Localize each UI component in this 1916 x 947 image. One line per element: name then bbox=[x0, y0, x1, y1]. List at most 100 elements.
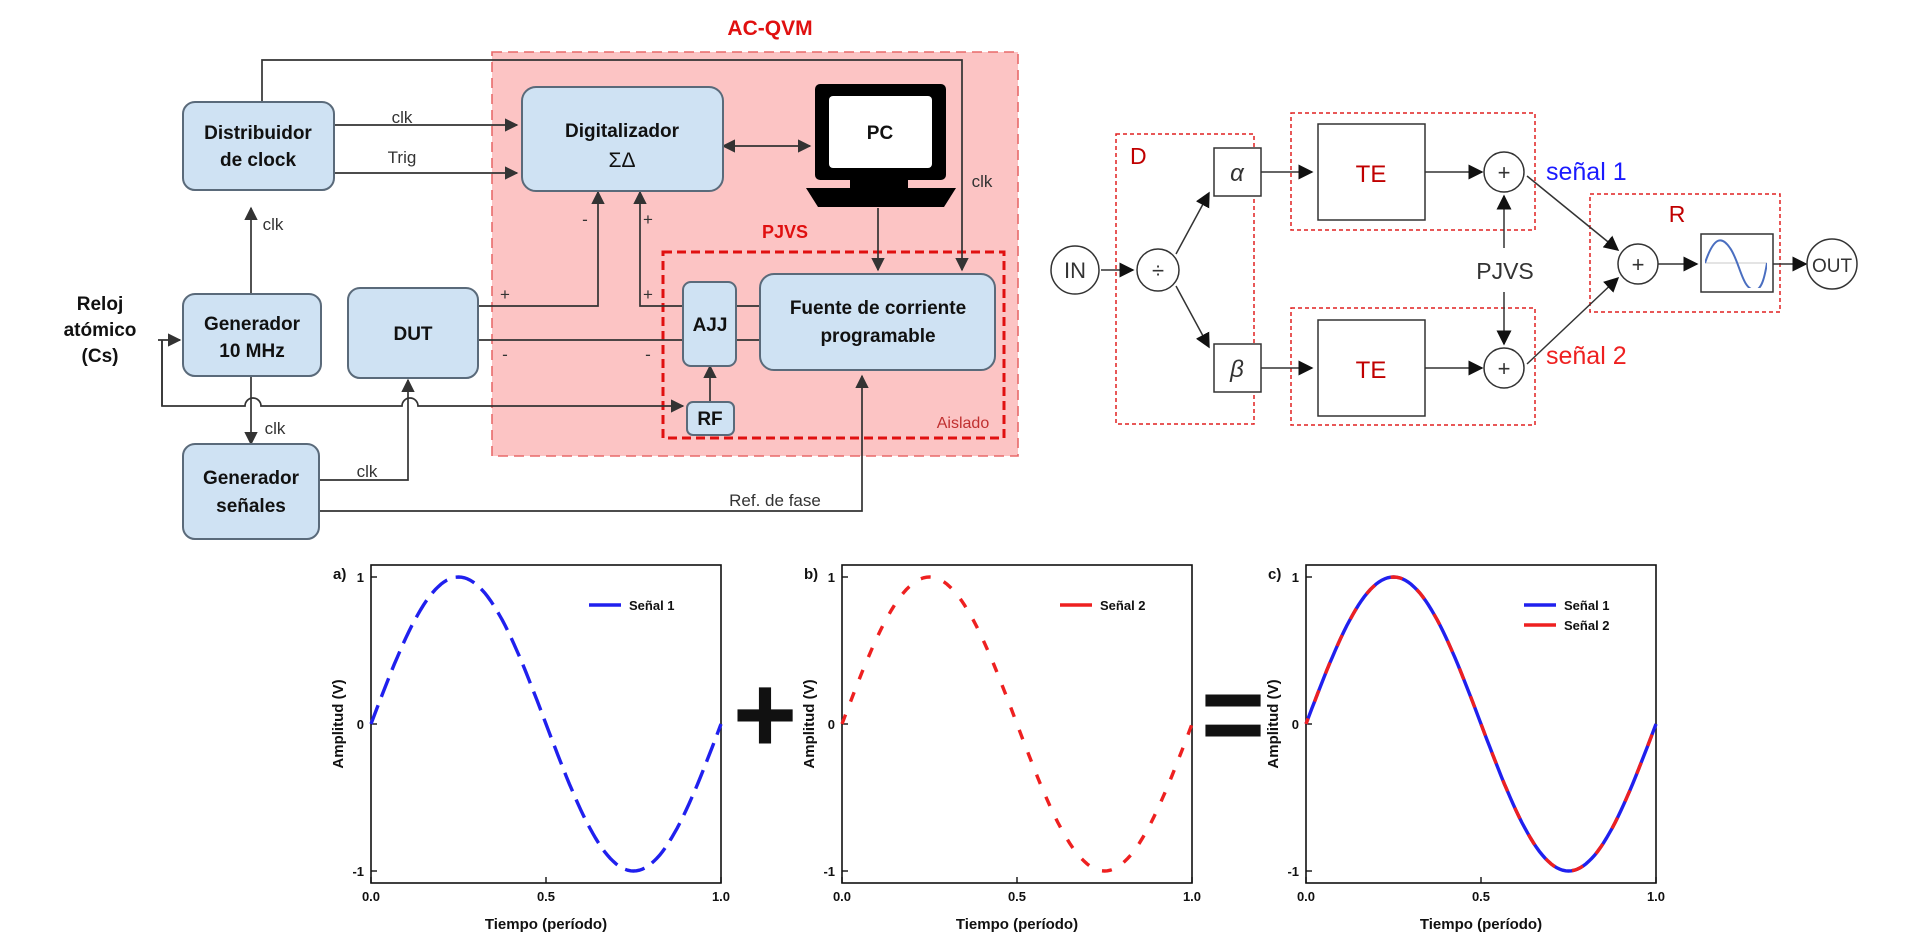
clk-label-2: clk bbox=[263, 215, 284, 234]
y-tick-label: -1 bbox=[1287, 864, 1299, 879]
plus-sign-2: + bbox=[500, 285, 510, 304]
rf-label: RF bbox=[697, 409, 722, 430]
x-axis-label: Tiempo (período) bbox=[485, 916, 607, 933]
svg-text:OUT: OUT bbox=[1812, 256, 1853, 277]
dut-label: DUT bbox=[393, 324, 432, 345]
x-tick-label: 0.0 bbox=[362, 889, 380, 904]
alpha-block: α bbox=[1213, 147, 1262, 197]
generador-senales-block: Generador señales bbox=[182, 443, 320, 540]
svg-text:÷: ÷ bbox=[1152, 258, 1164, 283]
legend-label-1: Señal 2 bbox=[1100, 598, 1146, 613]
plus-operator: + bbox=[733, 653, 797, 776]
acqvm-block-diagram: AC-QVM PJVS Aislado Distribuidor bbox=[64, 17, 1019, 540]
generador-10mhz-line1: Generador bbox=[204, 314, 301, 335]
pc-icon: PC bbox=[806, 84, 956, 207]
pjvs-label: PJVS bbox=[762, 222, 808, 242]
legend-label-1: Señal 1 bbox=[629, 598, 675, 613]
x-tick-label: 1.0 bbox=[1647, 889, 1665, 904]
d-zone bbox=[1115, 133, 1255, 425]
minus-sign-3: - bbox=[645, 345, 651, 364]
clk-label-5: clk bbox=[972, 172, 993, 191]
svg-text:+: + bbox=[1498, 356, 1511, 381]
aislado-label: Aislado bbox=[937, 415, 990, 432]
senal2-label: señal 2 bbox=[1546, 342, 1627, 370]
r-zone bbox=[1589, 193, 1781, 313]
trig-label: Trig bbox=[388, 148, 417, 167]
d-label: D bbox=[1130, 143, 1147, 169]
out-node: OUT bbox=[1806, 238, 1858, 290]
dut-block: DUT bbox=[347, 287, 479, 379]
digitalizador-line2: ΣΔ bbox=[608, 149, 635, 172]
connection-lines bbox=[161, 59, 969, 512]
ajj-block: AJJ bbox=[682, 281, 737, 367]
series-line-1 bbox=[840, 575, 1194, 873]
x-tick-label: 1.0 bbox=[1183, 889, 1201, 904]
svg-text:IN: IN bbox=[1064, 258, 1086, 283]
fuente-block: Fuente de corriente programable bbox=[759, 273, 996, 371]
ajj-label: AJJ bbox=[693, 315, 728, 336]
distribuidor-line1: Distribuidor bbox=[204, 123, 312, 144]
minus-sign-1: - bbox=[582, 210, 588, 229]
sum-node-output: + bbox=[1617, 243, 1659, 285]
svg-text:TE: TE bbox=[1356, 357, 1387, 384]
pjvs-right-label: PJVS bbox=[1476, 258, 1534, 284]
fuente-line2: programable bbox=[820, 326, 935, 347]
clk-label-1: clk bbox=[392, 108, 413, 127]
minus-sign-2: - bbox=[502, 345, 508, 364]
distribuidor-line2: de clock bbox=[220, 150, 296, 171]
svg-text:+: + bbox=[1498, 160, 1511, 185]
y-tick-label: 0 bbox=[828, 717, 835, 732]
te-lower-zone bbox=[1290, 307, 1536, 426]
y-axis-label: Amplitud (V) bbox=[330, 679, 347, 768]
te-upper-zone bbox=[1290, 112, 1536, 231]
panel-label: a) bbox=[333, 566, 346, 583]
digitalizador-block: Digitalizador ΣΔ bbox=[521, 86, 724, 192]
y-tick-label: 1 bbox=[357, 570, 364, 585]
x-tick-label: 0.0 bbox=[833, 889, 851, 904]
rf-block: RF bbox=[686, 401, 735, 436]
senal1-label: señal 1 bbox=[1546, 158, 1627, 186]
te-block-upper: TE bbox=[1317, 123, 1426, 221]
legend-label-2: Señal 2 bbox=[1564, 618, 1610, 633]
te-block-lower: TE bbox=[1317, 319, 1426, 417]
panel-label: c) bbox=[1268, 566, 1281, 583]
clk-label-4: clk bbox=[357, 462, 378, 481]
signal-flow-diagram: IN ÷ α β TE TE + + bbox=[1050, 112, 1858, 426]
clk-label-3: clk bbox=[265, 419, 286, 438]
y-tick-label: -1 bbox=[823, 864, 835, 879]
y-axis-label: Amplitud (V) bbox=[801, 679, 818, 768]
in-node: IN bbox=[1050, 245, 1100, 295]
sine-filter-block bbox=[1700, 233, 1774, 293]
y-tick-label: -1 bbox=[352, 864, 364, 879]
svg-text:TE: TE bbox=[1356, 161, 1387, 188]
svg-text:+: + bbox=[1632, 252, 1645, 277]
generador-10mhz-line2: 10 MHz bbox=[219, 341, 284, 362]
series-line-1 bbox=[369, 575, 723, 873]
x-axis-label: Tiempo (período) bbox=[1420, 916, 1542, 933]
y-tick-label: 0 bbox=[1292, 717, 1299, 732]
plus-sign-3: + bbox=[643, 285, 653, 304]
x-tick-label: 0.5 bbox=[537, 889, 555, 904]
plus-sign-1: + bbox=[643, 210, 653, 229]
x-tick-label: 0.5 bbox=[1472, 889, 1490, 904]
flow-lines bbox=[1101, 164, 1808, 376]
x-axis-label: Tiempo (período) bbox=[956, 916, 1078, 933]
series-line-2 bbox=[1304, 575, 1658, 873]
generador-senales-line2: señales bbox=[216, 496, 286, 517]
y-tick-label: 1 bbox=[1292, 570, 1299, 585]
r-label: R bbox=[1669, 201, 1686, 227]
panel-label: b) bbox=[804, 566, 818, 583]
sum-node-upper: + bbox=[1483, 151, 1525, 193]
beta-block: β bbox=[1213, 343, 1262, 393]
x-tick-label: 0.0 bbox=[1297, 889, 1315, 904]
sine-wave-icon bbox=[1705, 239, 1767, 288]
legend-label-1: Señal 1 bbox=[1564, 598, 1610, 613]
svg-text:(Cs): (Cs) bbox=[82, 346, 119, 367]
pjvs-zone bbox=[661, 250, 1006, 440]
ac-qvm-label: AC-QVM bbox=[727, 17, 812, 40]
